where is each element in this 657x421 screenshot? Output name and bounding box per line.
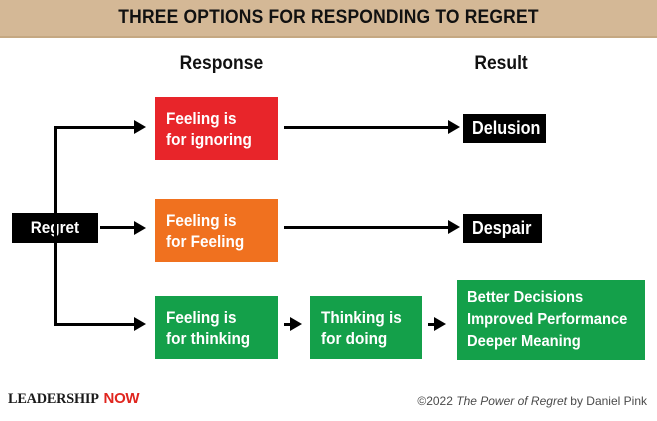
response-line-1: Feeling is <box>166 210 237 230</box>
branch-line-top <box>54 126 136 129</box>
middle-line-2: for doing <box>321 328 388 348</box>
logo-text-primary: LEADERSHIP <box>8 391 99 407</box>
result-line-3: Deeper Meaning <box>467 333 581 350</box>
result-label-despair: Despair <box>472 218 532 238</box>
response-line-2: for Feeling <box>166 231 245 251</box>
connector-line-row2 <box>284 226 450 229</box>
response-box-thinking: Feeling is for thinking <box>155 296 278 359</box>
result-line-2: Improved Performance <box>467 311 628 328</box>
middle-line-1: Thinking is <box>321 307 402 327</box>
connector-line-row1 <box>284 126 450 129</box>
credit-book-title: The Power of Regret <box>456 394 567 408</box>
column-header-result: Result <box>474 53 528 74</box>
middle-box-doing: Thinking is for doing <box>310 296 422 359</box>
arrow-icon-branch-top <box>134 120 146 134</box>
copyright-credit: ©2022 The Power of Regret by Daniel Pink <box>417 394 647 408</box>
branch-line-bottom <box>54 323 136 326</box>
arrow-icon-branch-middle <box>134 221 146 235</box>
logo-text-accent: NOW <box>103 390 140 407</box>
result-box-delusion: Delusion <box>463 114 546 143</box>
branch-line-middle <box>100 226 138 229</box>
arrow-icon-branch-bottom <box>134 317 146 331</box>
arrow-icon-row3b <box>434 317 446 331</box>
result-line-1: Better Decisions <box>467 289 584 306</box>
header-bar: THREE OPTIONS FOR RESPONDING TO REGRET <box>0 0 657 38</box>
branch-vertical-line <box>54 128 57 326</box>
response-line-2: for ignoring <box>166 129 252 149</box>
page-title: THREE OPTIONS FOR RESPONDING TO REGRET <box>118 7 539 28</box>
response-line-2: for thinking <box>166 328 251 348</box>
arrow-icon-row2 <box>448 220 460 234</box>
response-line-1: Feeling is <box>166 307 237 327</box>
response-box-feeling: Feeling is for Feeling <box>155 199 278 262</box>
column-header-response: Response <box>179 53 264 74</box>
result-box-despair: Despair <box>463 214 542 243</box>
credit-prefix: ©2022 <box>417 394 457 408</box>
response-line-1: Feeling is <box>166 108 237 128</box>
arrow-icon-row3a <box>290 317 302 331</box>
result-label-delusion: Delusion <box>472 118 541 138</box>
arrow-icon-row1 <box>448 120 460 134</box>
response-box-ignoring: Feeling is for ignoring <box>155 97 278 160</box>
credit-suffix: by Daniel Pink <box>566 394 647 408</box>
result-box-outcomes: Better Decisions Improved Performance De… <box>457 280 645 360</box>
